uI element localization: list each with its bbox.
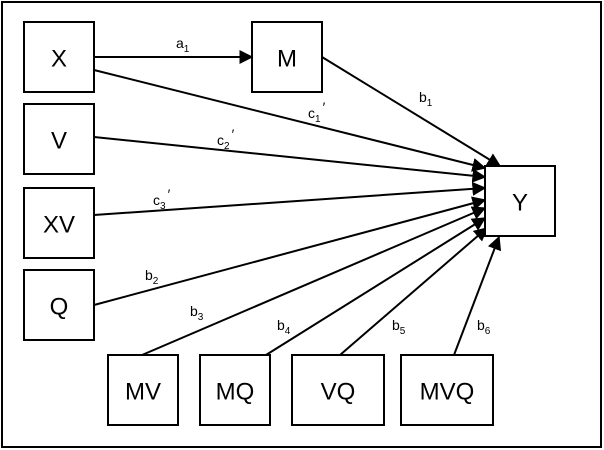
node-x: X: [23, 21, 95, 93]
node-mv-label: MV: [125, 379, 161, 406]
arrow-vq-to-y: [339, 227, 489, 356]
label-b1: b1: [419, 89, 433, 109]
node-mvq-box: [400, 354, 494, 426]
node-m-box: [251, 21, 323, 93]
node-mvq: MVQ: [400, 354, 494, 426]
node-q: Q: [23, 269, 95, 341]
label-c1-prime: c1′: [308, 99, 326, 125]
node-x-label: X: [51, 46, 67, 73]
node-xv-label: XV: [43, 212, 75, 239]
arrow-mq-to-y: [265, 217, 487, 356]
arrow-xv-to-y: [93, 181, 487, 216]
label-b5: b5: [392, 317, 406, 337]
node-vq: VQ: [291, 354, 385, 426]
node-v-label: V: [51, 128, 67, 155]
arrow-q-to-y: [93, 196, 487, 306]
arrow-m-to-y: [321, 56, 502, 167]
label-b6: b6: [477, 317, 491, 337]
node-mv-box: [107, 354, 179, 426]
node-mq: MQ: [199, 354, 271, 426]
node-q-box: [23, 269, 95, 341]
node-mvq-label: MVQ: [420, 379, 475, 406]
label-b4: b4: [277, 317, 291, 337]
path-arrows: [93, 50, 502, 356]
node-xv-box: [23, 187, 95, 259]
node-q-label: Q: [50, 294, 69, 321]
label-c3-prime: c3′: [153, 186, 171, 212]
node-m: M: [251, 21, 323, 93]
node-xv: XV: [23, 187, 95, 259]
label-b3: b3: [190, 303, 204, 323]
arrow-x-to-y: [93, 69, 487, 172]
arrow-mv-to-y: [141, 206, 487, 356]
node-mv: MV: [107, 354, 179, 426]
node-y: Y: [484, 165, 556, 237]
node-v-box: [23, 103, 95, 175]
node-mq-box: [199, 354, 271, 426]
arrow-v-to-y: [93, 136, 487, 183]
label-b2: b2: [145, 267, 159, 287]
node-v: V: [23, 103, 95, 175]
node-vq-label: VQ: [321, 379, 356, 406]
node-mq-label: MQ: [216, 379, 255, 406]
node-m-label: M: [277, 46, 297, 73]
node-y-box: [484, 165, 556, 237]
arrow-mvq-to-y: [453, 235, 502, 356]
path-labels: a1 b1 c1′ c2′ c3′ b2 b3 b4 b5 b6: [145, 35, 491, 337]
node-vq-box: [291, 354, 385, 426]
label-a1: a1: [176, 35, 190, 55]
node-y-label: Y: [512, 190, 528, 217]
node-x-box: [23, 21, 95, 93]
label-c2-prime: c2′: [217, 126, 235, 152]
